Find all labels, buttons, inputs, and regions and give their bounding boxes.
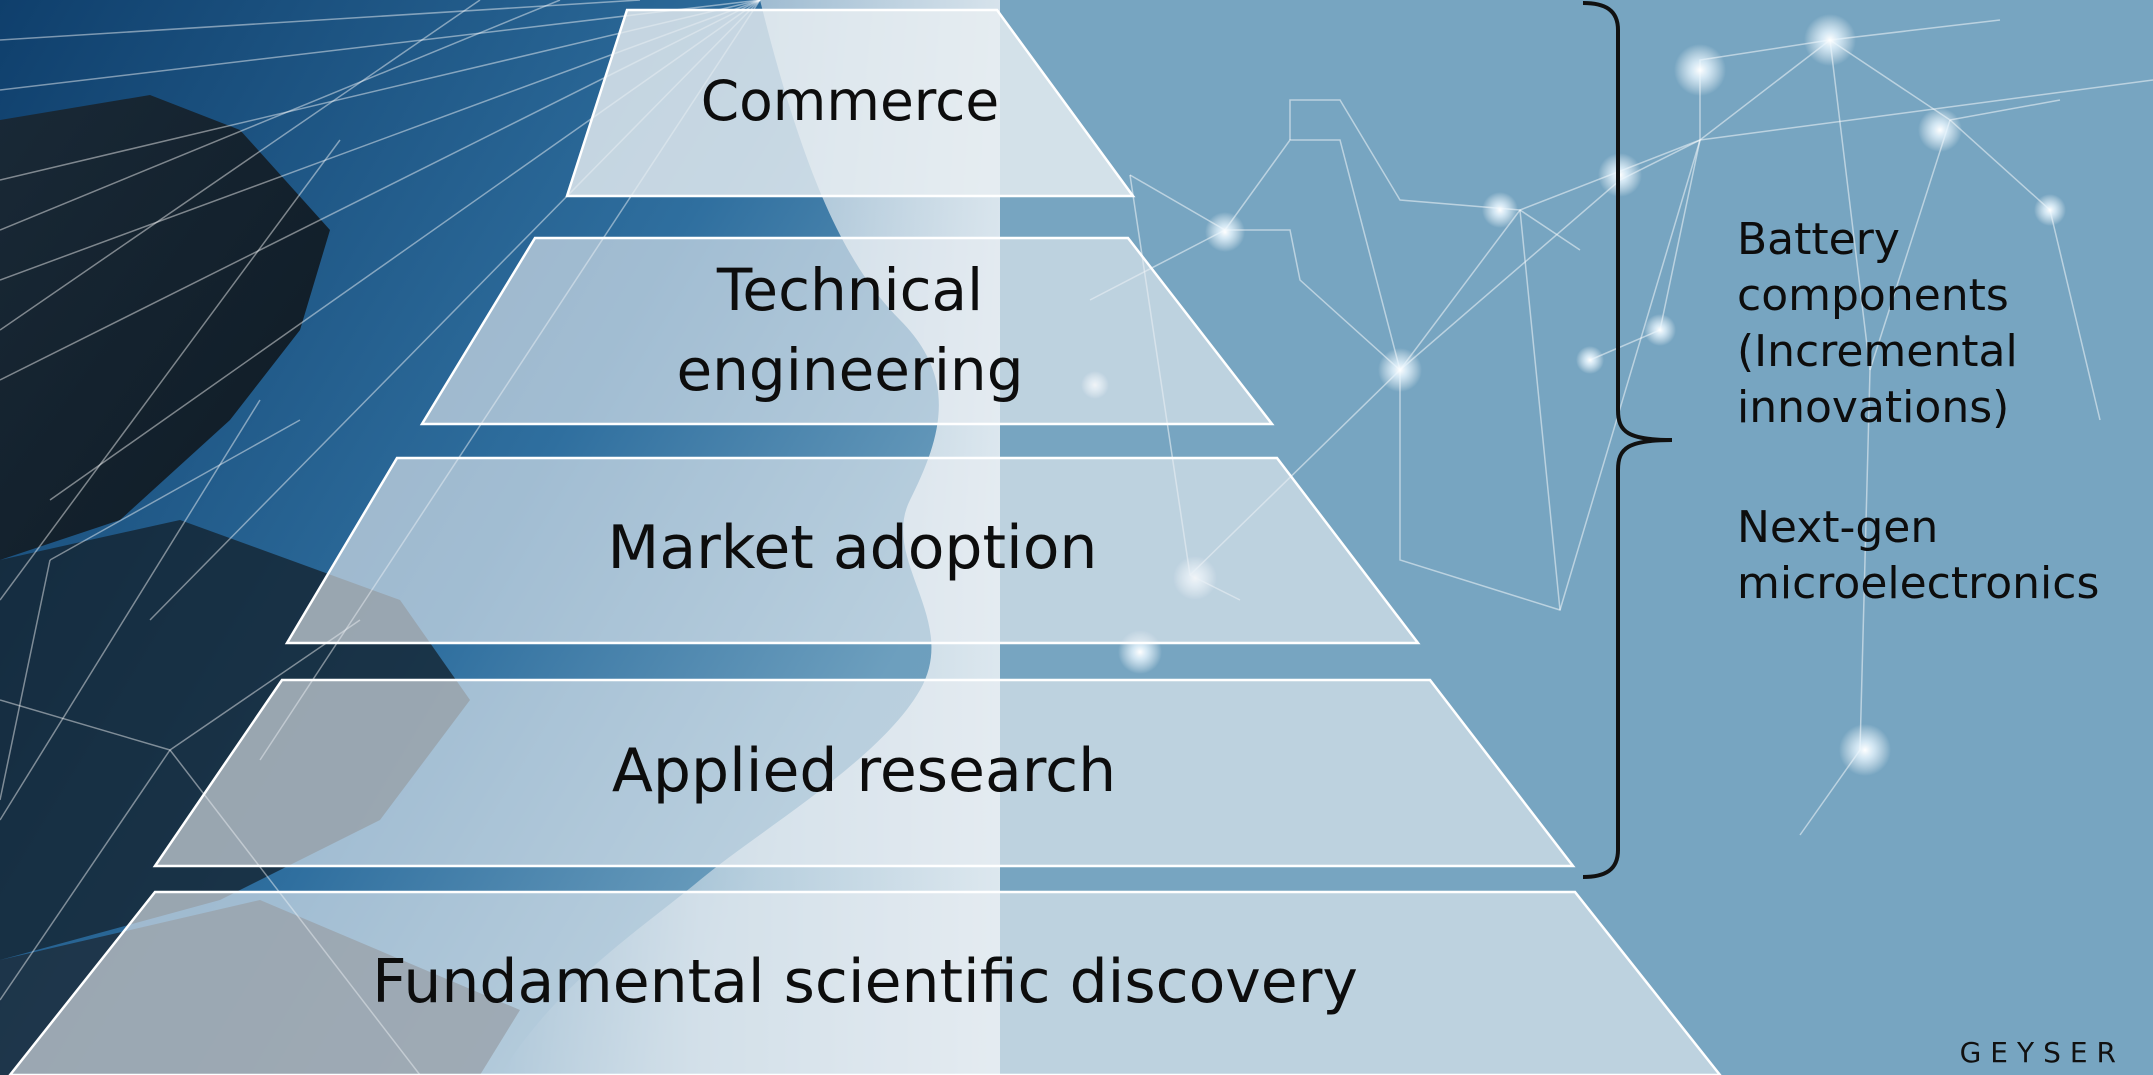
tier-label-commerce: Commerce [700,69,1000,133]
tier-applied-research-shape [152,678,1576,868]
tier-label-applied-research: Applied research [611,736,1117,806]
tier-label-market-adoption: Market adoption [607,513,1098,583]
tier-label-fundamental: Fundamental scientific discovery [372,947,1358,1017]
tier-fundamental-shape [8,890,1722,1075]
tier-market-adoption-shape [284,456,1421,645]
brand-logo: GEYSER [1959,1036,2125,1069]
tier-label-technical-engineering: Technical engineering [676,256,1024,404]
annotation-next-gen-microelectronics: Next-gen microelectronics [1737,502,2100,609]
tier-commerce-shape [565,8,1136,198]
bracket [1582,1,1673,879]
tier-technical-engineering-shape [419,236,1275,426]
annotation-battery-components: Battery components (Incremental innovati… [1737,214,2018,433]
